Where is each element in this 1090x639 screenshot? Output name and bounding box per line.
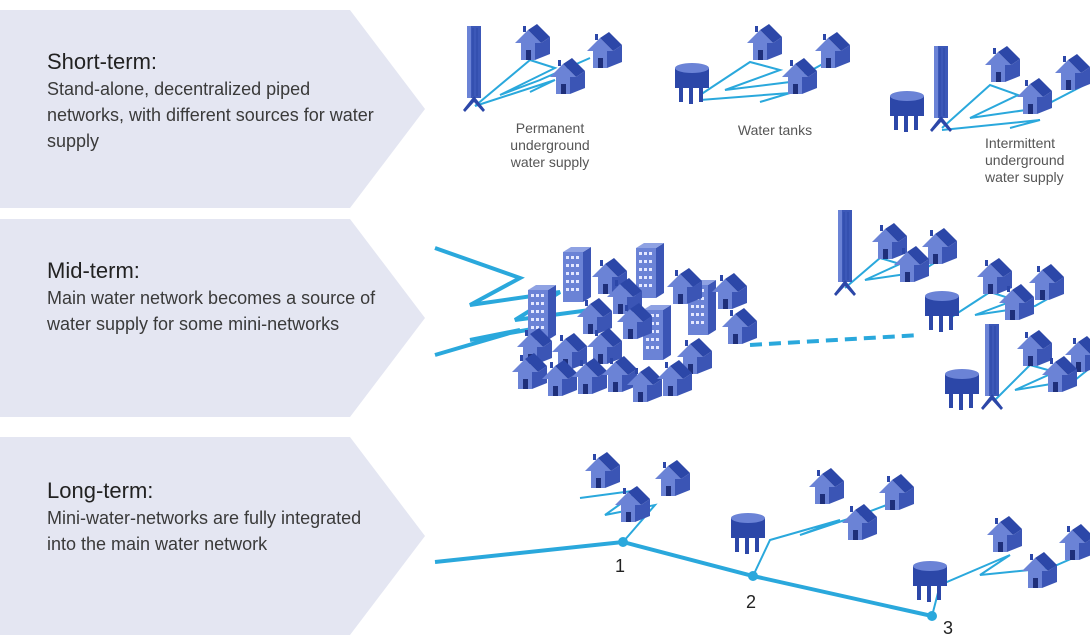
junction-point-3 [927,611,937,621]
house-icon [782,58,817,94]
intermittent-supply-caption: Intermittent underground water supply [985,135,1065,185]
junction-point-1 [618,537,628,547]
junction-label-1: 1 [615,556,626,576]
water-tower-icon [929,45,953,133]
house-icon [712,273,747,309]
house-icon [667,268,702,304]
mid-term-mini-networks [833,209,1090,411]
house-icon [879,474,914,510]
house-icon [1055,54,1090,90]
house-icon [872,223,907,259]
house-icon [585,452,620,488]
water-tank-icon [945,369,979,410]
water-tank-icon [675,63,709,104]
water-tanks-network [675,24,850,104]
house-icon [977,258,1012,294]
water-tank-icon [913,561,947,602]
house-icon [815,32,850,68]
junction-label-3: 3 [943,618,954,638]
intermittent-supply-network [890,45,1090,133]
house-icon [722,308,757,344]
building-icon [563,247,591,302]
permanent-supply-caption: Permanent underground water supply [510,120,590,170]
long-term-description: Mini-water-networks are fully integrated… [47,508,362,554]
house-icon [515,24,550,60]
house-icon [1022,552,1057,588]
house-icon [747,24,782,60]
short-term-arrow-shape [0,10,425,208]
integrated-network [434,452,1090,621]
water-tower-icon [980,323,1004,411]
long-term-text: Long-term: Mini-water-networks are fully… [47,477,377,557]
junction-label-2: 2 [746,592,757,612]
water-tanks-caption: Water tanks [737,122,813,138]
long-term-arrow-shape [0,437,425,635]
city-cluster [512,243,757,402]
permanent-supply-network [462,24,622,113]
water-tank-icon [925,291,959,332]
water-tank-icon [731,513,765,554]
mid-term-heading: Mid-term: [47,258,140,283]
water-tank-icon [890,91,924,132]
long-term-panel: Long-term: Mini-water-networks are fully… [0,437,430,635]
mid-term-panel: Mid-term: Main water network becomes a s… [0,219,430,417]
short-term-heading: Short-term: [47,49,158,74]
house-icon [809,468,844,504]
mid-term-arrow-shape [0,219,425,417]
house-icon [1029,264,1064,300]
short-term-panel: Short-term: Stand-alone, decentralized p… [0,10,430,208]
short-term-text: Short-term: Stand-alone, decentralized p… [47,48,377,154]
house-icon [1059,524,1090,560]
house-icon [987,516,1022,552]
mid-term-description: Main water network becomes a source of w… [47,288,376,334]
house-icon [1017,330,1052,366]
house-icon [615,486,650,522]
house-icon [842,504,877,540]
junction-point-2 [748,571,758,581]
house-icon [655,460,690,496]
short-term-description: Stand-alone, decentralized piped network… [47,79,374,151]
main-network-pipes [434,246,921,357]
house-icon [577,298,612,334]
mid-term-text: Mid-term: Main water network becomes a s… [47,257,377,337]
house-icon [985,46,1020,82]
house-icon [587,32,622,68]
long-term-heading: Long-term: [47,478,154,503]
water-tower-icon [833,209,857,297]
house-icon [1017,78,1052,114]
